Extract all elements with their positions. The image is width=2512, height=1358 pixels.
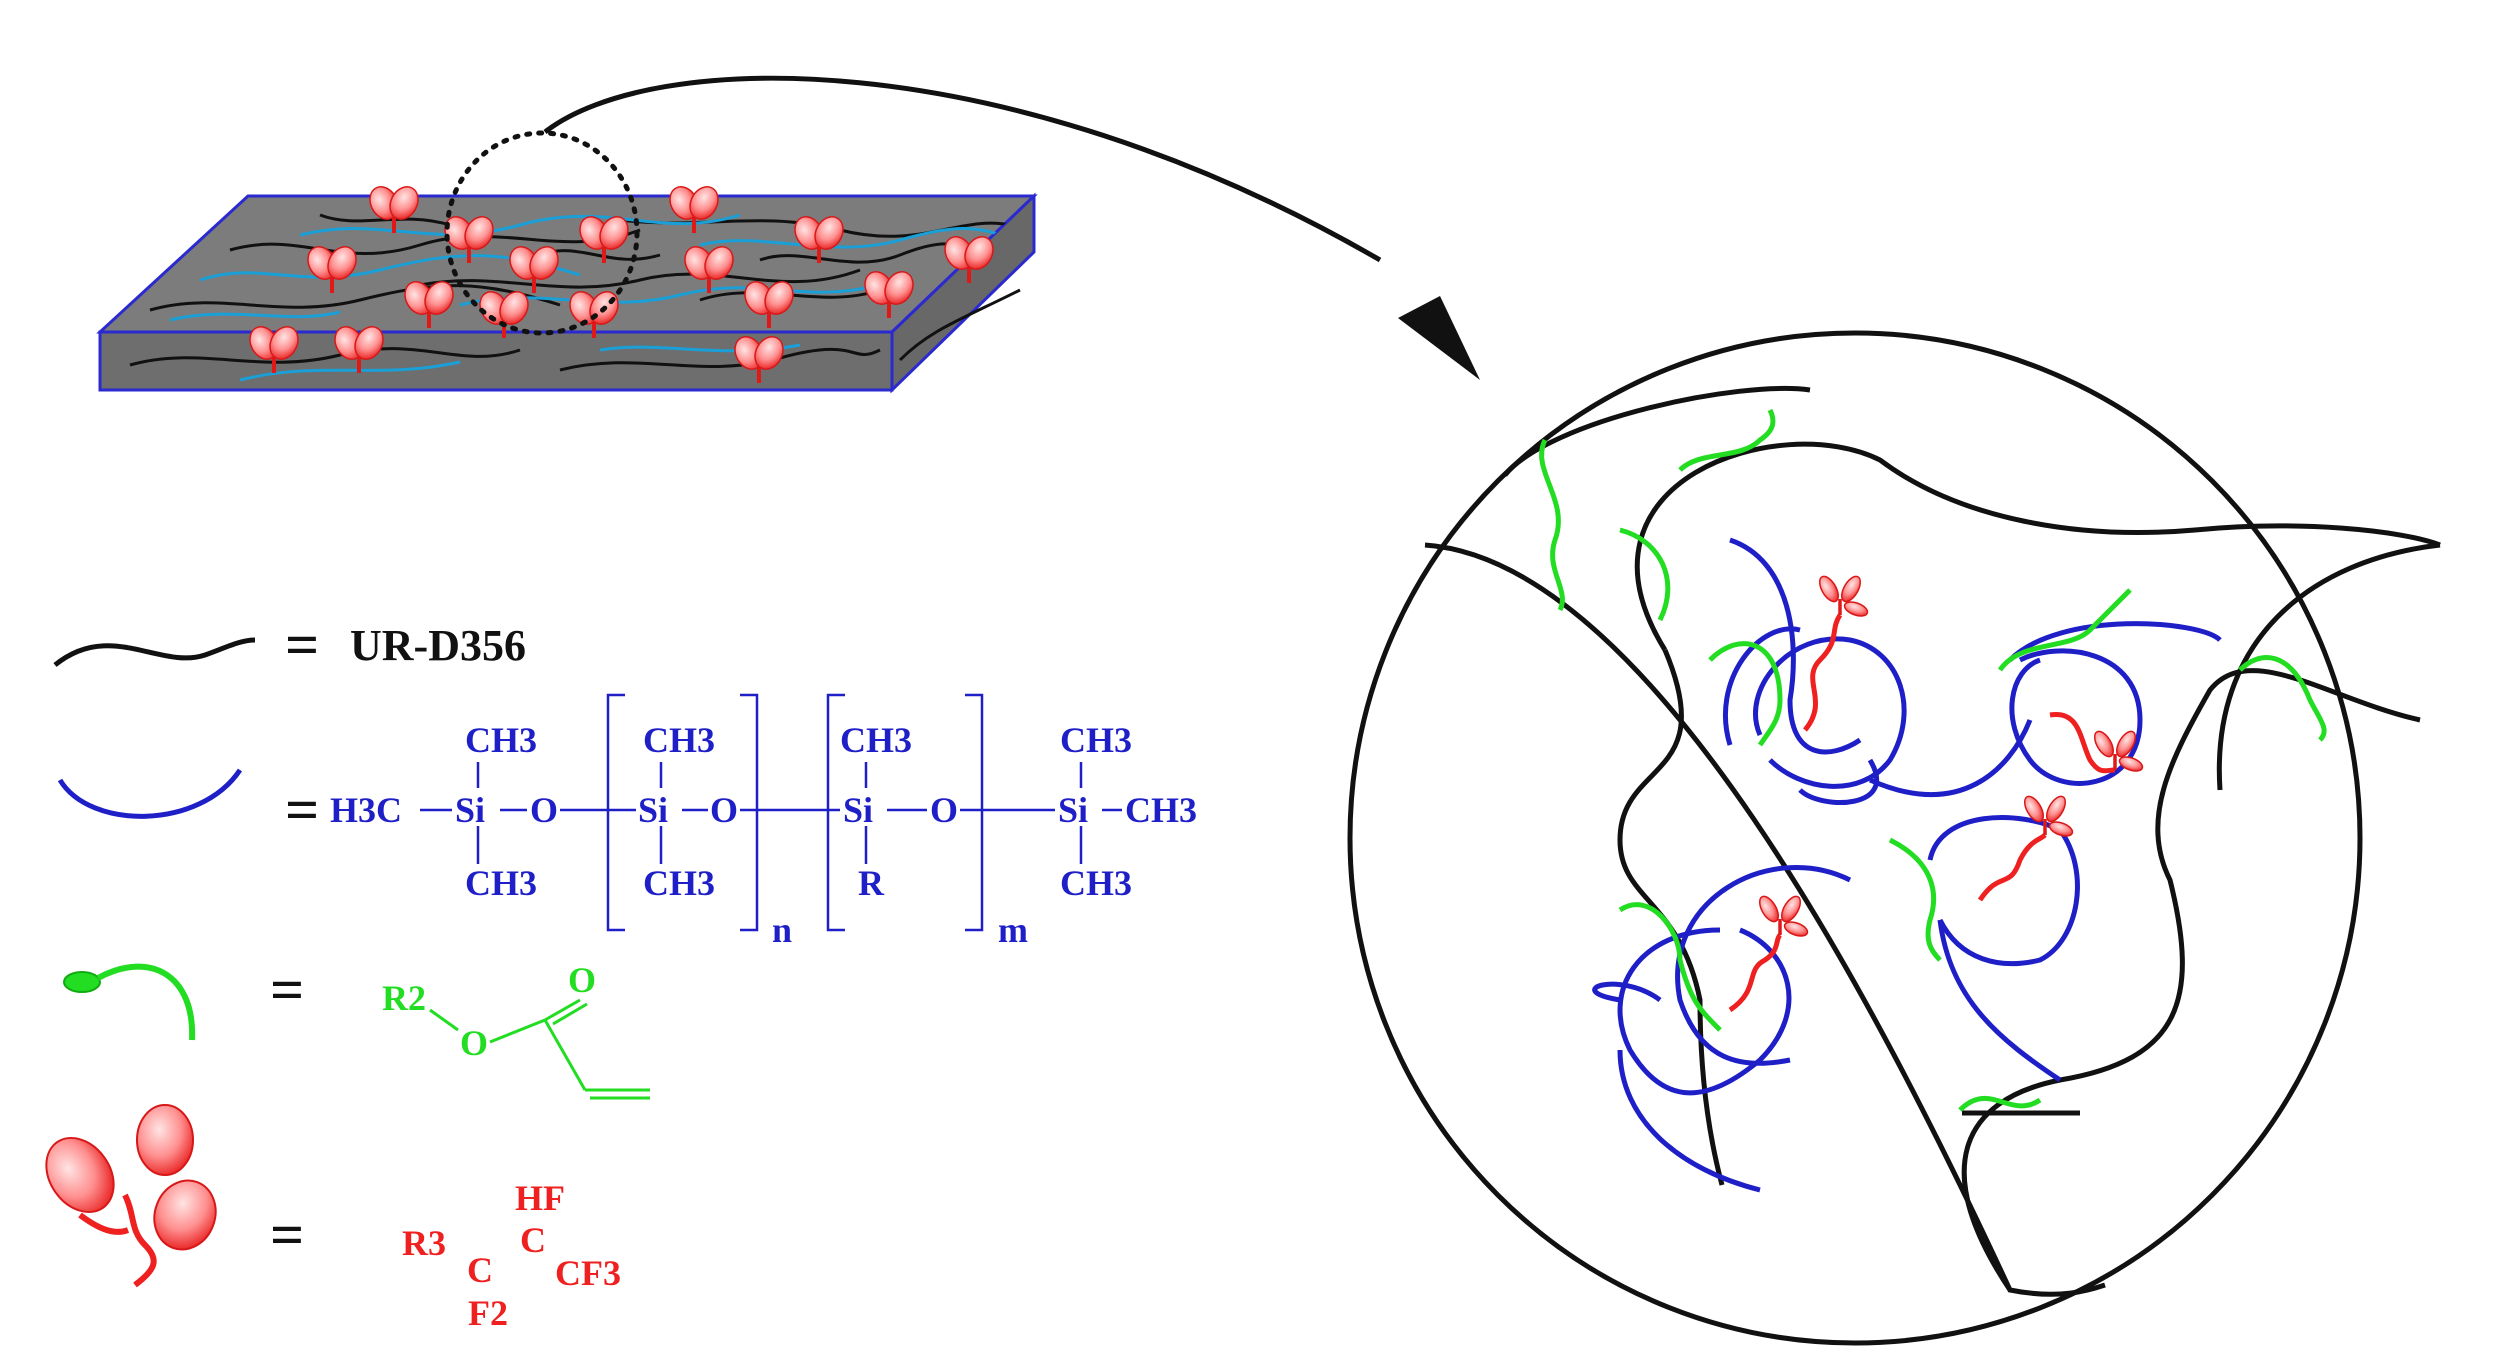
formula-text: H3C bbox=[330, 790, 402, 830]
legend-row-acrylate: = R2 O O bbox=[63, 957, 650, 1100]
ur-d356-label: UR-D356 bbox=[350, 621, 526, 670]
formula-text: CH3 bbox=[1060, 720, 1132, 760]
acrylate-segments bbox=[1539, 408, 2327, 1112]
siloxane-loops bbox=[1592, 537, 2222, 1193]
formula-text: C bbox=[520, 1220, 546, 1260]
zoom-circle bbox=[1347, 330, 2441, 1346]
formula-text: m bbox=[998, 910, 1028, 950]
magnify-selection-circle bbox=[444, 130, 640, 336]
fluoro-stem-1 bbox=[1803, 613, 1843, 732]
formula-text: Si bbox=[455, 790, 485, 830]
ur-d356-network bbox=[1424, 385, 2441, 1297]
formula-text: R3 bbox=[402, 1223, 446, 1263]
formula-text: O bbox=[530, 790, 558, 830]
formula-text: CH3 bbox=[643, 720, 715, 760]
formula-text: CH3 bbox=[465, 863, 537, 903]
fluoro-stem-4 bbox=[1728, 933, 1783, 1013]
red-segment-icon bbox=[45, 1104, 217, 1288]
formula-text: Si bbox=[1058, 790, 1088, 830]
blue-chain-icon bbox=[57, 768, 243, 819]
formula-text: HF bbox=[515, 1178, 565, 1218]
black-chain-icon bbox=[53, 637, 256, 667]
formula-text: CH3 bbox=[1125, 790, 1197, 830]
formula-text: O bbox=[460, 1023, 488, 1063]
curved-arrow-icon bbox=[543, 75, 1480, 380]
fluoro-stem-2 bbox=[2049, 712, 2116, 774]
formula-text: Si bbox=[638, 790, 668, 830]
fluoro-stem-3 bbox=[1977, 833, 2047, 902]
formula-text: Si bbox=[843, 790, 873, 830]
formula-text: F2 bbox=[468, 1293, 508, 1333]
equals-sign: = bbox=[285, 612, 319, 678]
formula-text: R2 bbox=[382, 978, 426, 1018]
fluoro-formula: HF C R3 C CF3 F2 bbox=[402, 1178, 621, 1333]
green-segment-icon bbox=[63, 963, 196, 1041]
formula-text: CH3 bbox=[643, 863, 715, 903]
equals-sign: = bbox=[270, 1202, 304, 1268]
acrylate-formula: R2 O O bbox=[382, 960, 596, 1063]
equals-sign: = bbox=[270, 957, 304, 1023]
formula-text: C bbox=[467, 1250, 493, 1290]
legend-row-siloxane: = H3C Si O CH3 CH3 Si O CH3 CH3 n Si O C… bbox=[57, 693, 1197, 950]
formula-text: CH3 bbox=[1060, 863, 1132, 903]
formula-text: CF3 bbox=[555, 1253, 621, 1293]
coated-film-block bbox=[96, 130, 1038, 394]
formula-text: CH3 bbox=[465, 720, 537, 760]
formula-text: O bbox=[568, 960, 596, 1000]
acrylate-bonds bbox=[429, 998, 650, 1100]
legend-row-fluoro: = HF C R3 C CF3 F2 bbox=[45, 1104, 621, 1333]
zoom-circle-outline bbox=[1347, 330, 2363, 1346]
formula-text: n bbox=[772, 910, 792, 950]
formula-text: O bbox=[930, 790, 958, 830]
formula-text: R bbox=[858, 863, 885, 903]
formula-text: CH3 bbox=[840, 720, 912, 760]
formula-text: O bbox=[710, 790, 738, 830]
fluoro-segments bbox=[1728, 571, 2147, 1013]
siloxane-bonds bbox=[420, 693, 1122, 932]
legend-row-ur-d356: = UR-D356 bbox=[53, 612, 526, 678]
siloxane-formula: H3C Si O CH3 CH3 Si O CH3 CH3 n Si O CH3… bbox=[330, 720, 1197, 950]
equals-sign: = bbox=[285, 777, 319, 843]
